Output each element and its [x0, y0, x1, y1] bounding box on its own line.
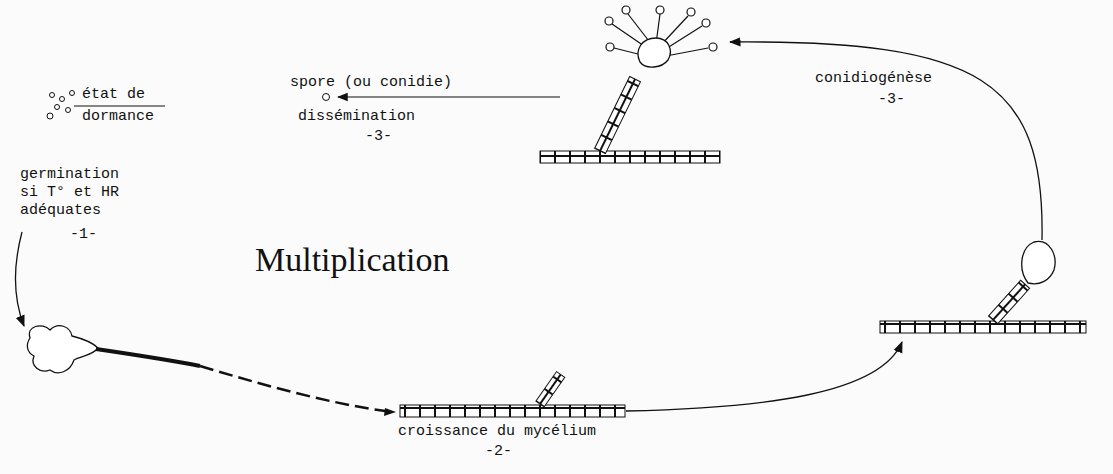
growth-arrow — [200, 366, 392, 412]
arrow-head — [384, 408, 396, 416]
germ-tube — [96, 349, 200, 366]
dissemination-arrow — [338, 96, 560, 97]
callout-number: -3- — [365, 128, 392, 146]
condition-label: germination si T° et HR adéquates — [20, 166, 132, 220]
development-arrow — [626, 342, 902, 411]
callout-number: -2- — [485, 443, 512, 461]
separator-line — [74, 106, 165, 107]
conidiophore-stalk — [989, 280, 1030, 324]
germinating-spore — [27, 326, 98, 373]
stage-label: dormance — [82, 108, 154, 126]
germination-arrow — [15, 232, 24, 326]
conidiophore-stalk — [595, 76, 641, 153]
vesicle — [1022, 241, 1055, 283]
stage-label: croissance du mycélium — [398, 423, 596, 441]
conidiogenesis-arrow — [730, 42, 1042, 240]
mycelium-chain — [400, 405, 625, 417]
callout-number: -3- — [878, 91, 905, 109]
mycelium-chain — [540, 151, 720, 163]
mycelium-chain — [880, 321, 1086, 333]
callout-number: -1- — [70, 226, 97, 244]
vesicle — [638, 38, 670, 67]
stage-label: conidiogénèse — [815, 70, 932, 88]
diagram-title: Multiplication — [255, 240, 450, 280]
stage-label: état de — [82, 86, 145, 104]
branch-hypha — [536, 372, 565, 407]
spore-symbol — [323, 94, 330, 101]
stage-label: spore (ou conidie) — [290, 74, 452, 92]
dormant-spores — [47, 91, 75, 120]
stage-label: dissémination — [298, 108, 415, 126]
